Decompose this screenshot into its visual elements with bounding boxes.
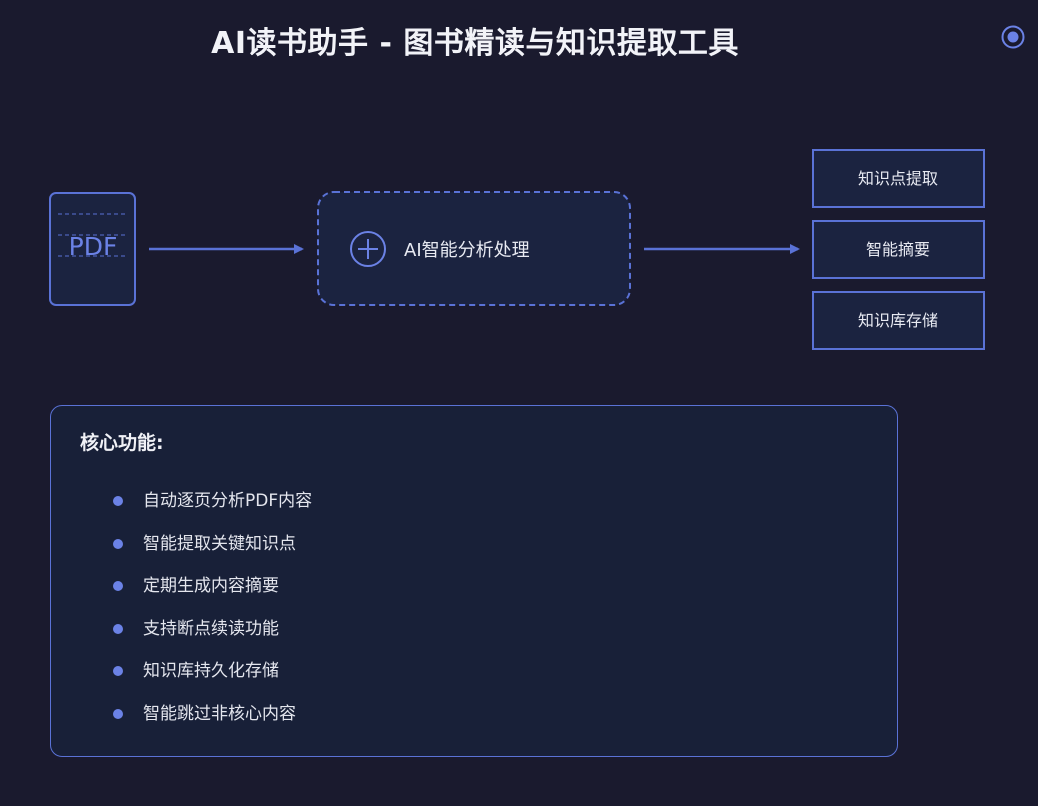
feature-text: 知识库持久化存储 [143, 661, 279, 682]
pdf-input-node: PDF [49, 192, 136, 306]
bullet-dot-icon [113, 496, 123, 506]
radio-target-icon[interactable] [1000, 24, 1026, 50]
feature-item: 定期生成内容摘要 [113, 572, 312, 615]
document-icon [49, 192, 136, 306]
feature-text: 智能跳过非核心内容 [143, 703, 296, 724]
plus-circle-icon [350, 231, 386, 267]
output-label: 知识点提取 [858, 169, 938, 188]
process-label: AI智能分析处理 [404, 240, 530, 261]
output-knowledge-extraction: 知识点提取 [812, 149, 985, 208]
bullet-dot-icon [113, 708, 123, 719]
flow-diagram: PDF AI智能分析处理 知识点提取 智能摘要 知识库存储 [49, 149, 985, 350]
process-node: AI智能分析处理 [317, 191, 631, 306]
bullet-dot-icon [113, 623, 123, 634]
bullet-dot-icon [113, 538, 123, 549]
core-features-panel: 核心功能: 自动逐页分析PDF内容 智能提取关键知识点 定期生成内容摘要 支持断… [50, 405, 898, 757]
output-smart-summary: 智能摘要 [812, 220, 985, 279]
feature-list: 自动逐页分析PDF内容 智能提取关键知识点 定期生成内容摘要 支持断点续读功能 … [113, 487, 312, 743]
feature-item: 支持断点续读功能 [113, 615, 312, 658]
feature-item: 智能提取关键知识点 [113, 530, 312, 573]
feature-item: 知识库持久化存储 [113, 657, 312, 700]
features-heading: 核心功能: [80, 432, 164, 454]
feature-item: 自动逐页分析PDF内容 [113, 487, 312, 530]
feature-text: 定期生成内容摘要 [143, 576, 279, 597]
feature-item: 智能跳过非核心内容 [113, 700, 312, 743]
page-title: AI读书助手 - 图书精读与知识提取工具 [211, 26, 739, 61]
output-knowledge-storage: 知识库存储 [812, 291, 985, 350]
output-label: 知识库存储 [858, 311, 938, 330]
pdf-label: PDF [69, 232, 118, 261]
bullet-dot-icon [113, 581, 123, 592]
feature-text: 智能提取关键知识点 [143, 533, 296, 554]
feature-text: 自动逐页分析PDF内容 [143, 491, 313, 511]
output-label: 智能摘要 [866, 240, 930, 259]
bullet-dot-icon [113, 666, 123, 677]
feature-text: 支持断点续读功能 [143, 618, 279, 639]
